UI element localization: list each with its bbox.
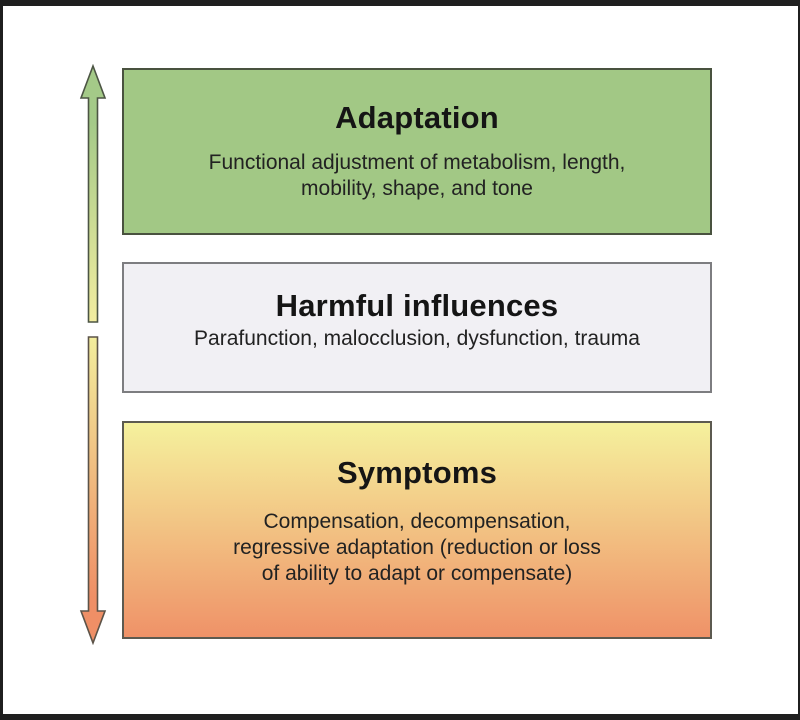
up-arrow-shape: [79, 64, 107, 323]
harmful-influences-description: Parafunction, malocclusion, dysfunction,…: [194, 327, 640, 350]
harmful-influences-box: Harmful influences Parafunction, maloccl…: [122, 262, 712, 393]
down-arrow-icon: [79, 336, 107, 645]
down-arrow-shape: [79, 336, 107, 645]
up-arrow-icon: [79, 64, 107, 323]
symptoms-description: Compensation, decompensation,regressive …: [233, 510, 601, 585]
adaptation-box: Adaptation Functional adjustment of meta…: [122, 68, 712, 235]
adaptation-description: Functional adjustment of metabolism, len…: [208, 151, 626, 200]
symptoms-title: Symptoms: [336, 455, 498, 490]
harmful-influences-title: Harmful influences: [275, 288, 559, 323]
symptoms-box: Symptoms Compensation, decompensation,re…: [122, 421, 712, 639]
adaptation-title: Adaptation: [335, 100, 499, 135]
